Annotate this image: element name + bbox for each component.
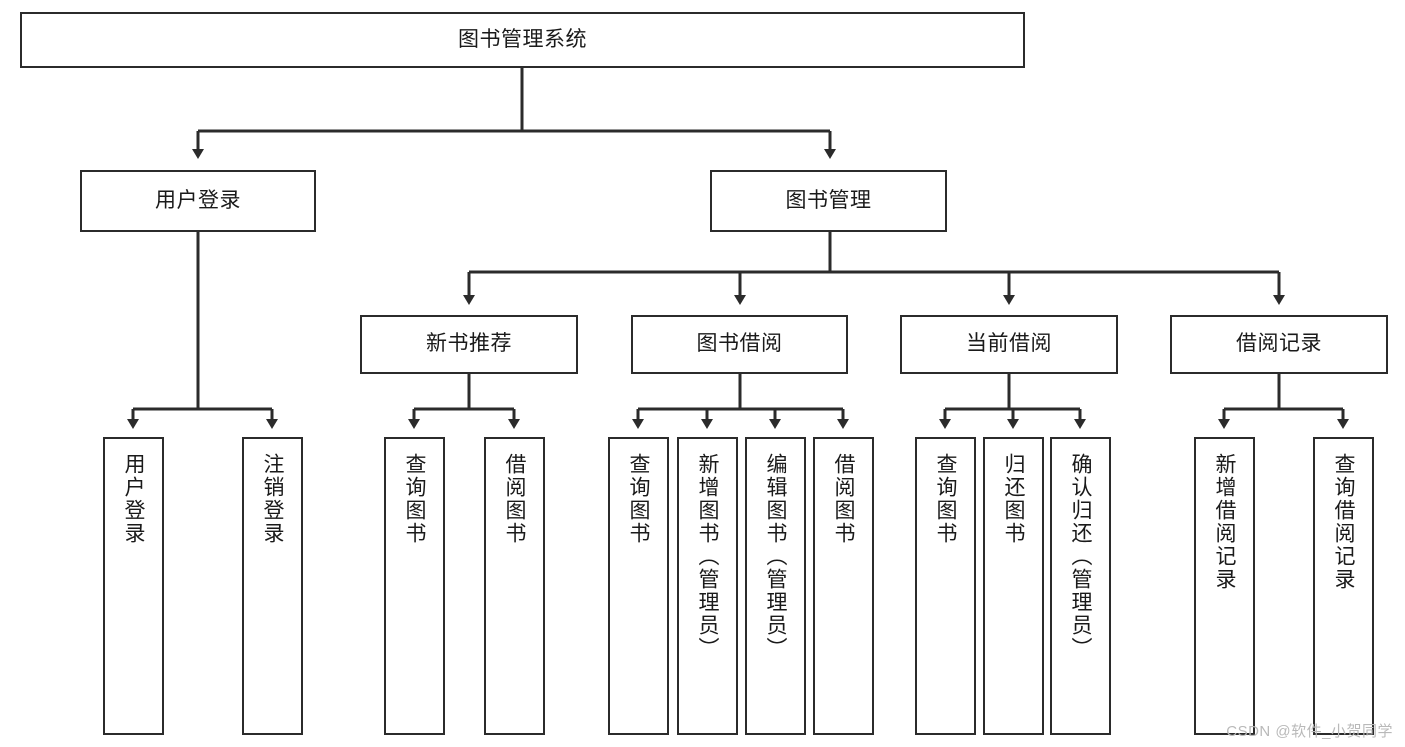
node-leaf-add-book[interactable]: 新增图书（管理员） (677, 437, 738, 735)
node-book-manage[interactable]: 图书管理 (710, 170, 947, 232)
node-borrow-records[interactable]: 借阅记录 (1170, 315, 1388, 374)
node-leaf-confirm-return-label: 确认归还（管理员） (1069, 453, 1092, 660)
node-leaf-query-book-borrow-label: 查询图书 (627, 453, 650, 545)
node-leaf-add-record-label: 新增借阅记录 (1213, 453, 1236, 591)
node-leaf-query-book-cur[interactable]: 查询图书 (915, 437, 976, 735)
node-leaf-user-logout[interactable]: 注销登录 (242, 437, 303, 735)
node-root[interactable]: 图书管理系统 (20, 12, 1025, 68)
node-leaf-confirm-return[interactable]: 确认归还（管理员） (1050, 437, 1111, 735)
node-leaf-user-logout-label: 注销登录 (261, 453, 284, 545)
node-book-borrow-label: 图书借阅 (696, 332, 783, 356)
node-leaf-borrow-book-label: 借阅图书 (832, 453, 855, 545)
node-user-login-label: 用户登录 (155, 188, 241, 212)
node-new-book-recommend[interactable]: 新书推荐 (360, 315, 578, 374)
node-leaf-return-book-label: 归还图书 (1002, 453, 1025, 545)
node-leaf-edit-book-label: 编辑图书（管理员） (764, 453, 787, 660)
node-leaf-borrow-book-rec-label: 借阅图书 (503, 453, 526, 545)
node-user-login[interactable]: 用户登录 (80, 170, 316, 232)
node-current-borrow-label: 当前借阅 (966, 332, 1052, 356)
csdn-watermark: CSDN @软件_小贺同学 (1226, 723, 1393, 740)
node-borrow-records-label: 借阅记录 (1236, 332, 1322, 356)
node-leaf-user-login[interactable]: 用户登录 (103, 437, 164, 735)
node-leaf-query-book-rec[interactable]: 查询图书 (384, 437, 445, 735)
node-book-manage-label: 图书管理 (785, 188, 872, 212)
node-leaf-query-record-label: 查询借阅记录 (1332, 453, 1355, 591)
node-new-book-recommend-label: 新书推荐 (426, 332, 512, 356)
node-leaf-add-book-label: 新增图书（管理员） (696, 453, 719, 660)
node-current-borrow[interactable]: 当前借阅 (900, 315, 1118, 374)
node-leaf-query-book-cur-label: 查询图书 (934, 453, 957, 545)
node-leaf-user-login-label: 用户登录 (122, 453, 145, 545)
node-root-label: 图书管理系统 (458, 27, 587, 51)
node-leaf-return-book[interactable]: 归还图书 (983, 437, 1044, 735)
node-leaf-query-book-rec-label: 查询图书 (403, 453, 426, 545)
node-leaf-edit-book[interactable]: 编辑图书（管理员） (745, 437, 806, 735)
node-leaf-add-record[interactable]: 新增借阅记录 (1194, 437, 1255, 735)
node-leaf-query-record[interactable]: 查询借阅记录 (1313, 437, 1374, 735)
node-leaf-query-book-borrow[interactable]: 查询图书 (608, 437, 669, 735)
node-leaf-borrow-book[interactable]: 借阅图书 (813, 437, 874, 735)
node-leaf-borrow-book-rec[interactable]: 借阅图书 (484, 437, 545, 735)
node-book-borrow[interactable]: 图书借阅 (631, 315, 848, 374)
